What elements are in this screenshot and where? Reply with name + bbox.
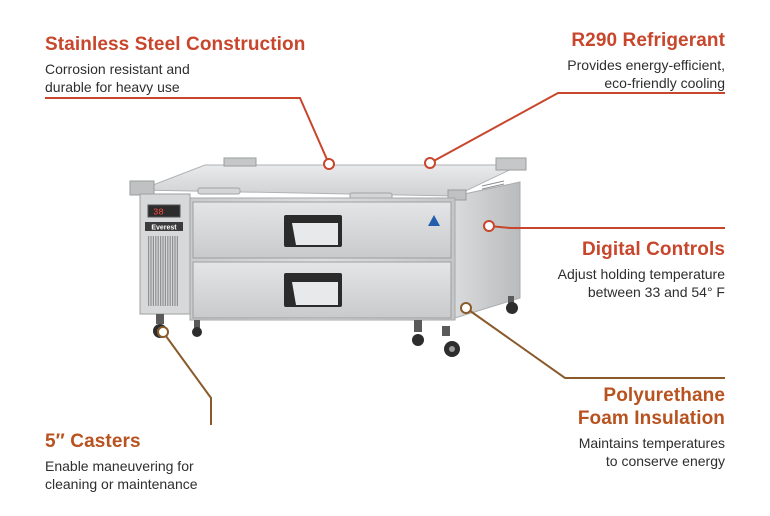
top-lip-rear-left [223, 157, 257, 167]
grille-slat [148, 236, 150, 306]
feature-title: Digital Controls [581, 239, 725, 260]
feature-stainless-steel: Stainless Steel Construction Corrosion r… [45, 33, 305, 96]
upper-drawer-handle-insert [292, 223, 338, 245]
grille-slat [169, 236, 171, 306]
feature-description: Corrosion resistant and durable for heav… [45, 61, 190, 95]
feature-title: R290 Refrigerant [571, 30, 725, 51]
top-lip-rear-right [495, 157, 527, 171]
caster-front-mid [192, 320, 202, 337]
display-digits: 38 [153, 208, 164, 218]
grille-slat [155, 236, 157, 306]
top-handle-left [197, 187, 241, 195]
feature-title: Stainless Steel Construction [45, 34, 306, 55]
feature-digital-controls: Digital Controls Adjust holding temperat… [558, 238, 725, 301]
feature-foam-insulation: Polyurethane Foam Insulation Maintains t… [578, 384, 725, 470]
feature-title: 5″ Casters [45, 431, 141, 452]
grille-slat [162, 236, 164, 306]
leader-casters [162, 331, 212, 425]
leader-insulation [465, 307, 725, 379]
feature-description: Provides energy-efficient, eco-friendly … [567, 57, 725, 91]
grille-slat [167, 236, 169, 306]
leader-controls [488, 225, 725, 229]
feature-description: Maintains temperatures to conserve energ… [578, 435, 725, 469]
brand-badge [145, 222, 183, 231]
dot-casters [157, 326, 169, 338]
caster-rear-right [506, 296, 518, 314]
grille-slat [172, 236, 174, 306]
top-lip-right [447, 189, 467, 201]
caster-front-right [412, 320, 460, 357]
feature-description: Enable maneuvering for cleaning or maint… [45, 458, 198, 492]
leader-stainless [45, 97, 330, 165]
dot-stainless [323, 158, 335, 170]
grille-slat [150, 236, 152, 306]
grille-slat [157, 236, 159, 306]
grille-slat [152, 236, 154, 306]
dot-controls [483, 220, 495, 232]
feature-refrigerant: R290 Refrigerant Provides energy-efficie… [567, 29, 725, 92]
feature-casters: 5″ Casters Enable maneuvering for cleani… [45, 430, 198, 493]
grille-slat [160, 236, 162, 306]
leader-refrigerant [429, 92, 725, 164]
rear-vent [481, 180, 505, 190]
logo-triangle-icon [428, 215, 440, 226]
dot-refrigerant [424, 157, 436, 169]
grille-slat [176, 236, 178, 306]
feature-title: Polyurethane Foam Insulation [577, 385, 725, 429]
compressor-grille [148, 236, 178, 306]
grille-slat [174, 236, 176, 306]
digital-display [147, 204, 181, 218]
feature-description: Adjust holding temperature between 33 an… [557, 266, 725, 300]
lower-drawer-handle-insert [292, 282, 338, 305]
dot-insulation [460, 302, 472, 314]
brand-badge-label: Everest [151, 225, 177, 232]
grille-slat [164, 236, 166, 306]
